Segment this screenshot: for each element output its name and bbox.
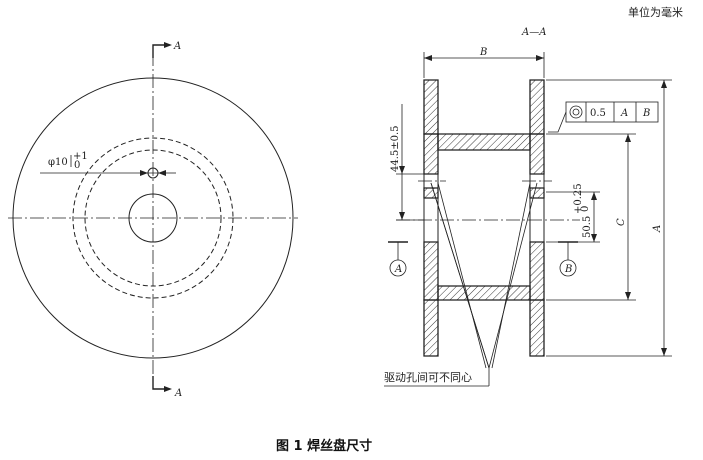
dim-50-arrow-top: [591, 192, 597, 200]
unit-note: 单位为毫米: [628, 5, 683, 19]
section-arrow-top: [164, 42, 172, 48]
dim-44-label: 44.5±0.5: [390, 125, 401, 172]
left-flange-bottom: [423, 299, 439, 357]
section-mark-bottom: [152, 376, 168, 390]
hole-dim-text: φ10: [48, 157, 68, 168]
front-view: A A φ10 +1 0: [8, 41, 298, 399]
datum-A-label: A: [394, 264, 402, 275]
dim-50-label: 50.5: [582, 216, 593, 238]
right-flange-mid: [529, 187, 545, 199]
note-leader-3: [437, 182, 487, 369]
section-letter-top: A: [173, 41, 181, 52]
fcf-ref-A: A: [620, 108, 628, 119]
dim-B-label: B: [479, 47, 487, 58]
dim-C-label: C: [616, 218, 627, 226]
dim-C-arrow-top: [625, 134, 631, 142]
right-flange-bottom: [529, 299, 545, 357]
section-title: A—A: [521, 27, 546, 38]
fcf-leader: [548, 111, 567, 133]
barrel-bottom-wall: [437, 285, 531, 301]
left-flange-mid: [423, 187, 439, 199]
section-view: A—A B: [384, 27, 672, 387]
fcf-value: 0.5: [590, 108, 606, 119]
left-flange-upper-boss: [423, 133, 439, 175]
note-leader-1b: [430, 182, 490, 369]
note-leader-4: [491, 182, 531, 369]
hole-tol-upper: +1: [73, 151, 88, 162]
concentricity-icon: [569, 105, 583, 119]
section-arrow-bottom: [164, 386, 172, 392]
datum-B-bubble: [559, 259, 577, 277]
fcf-frame: [565, 101, 659, 123]
right-flange-lower-boss: [529, 241, 545, 301]
dim-50-tol-upper: +0.25: [573, 183, 584, 214]
dim-44-arrow-top: [399, 166, 405, 174]
section-letter-bottom: A: [174, 388, 182, 399]
right-flange-section: [529, 79, 545, 135]
figure-caption: 图 1 焊丝盘尺寸: [276, 438, 372, 454]
dim-C-arrow-bottom: [625, 292, 631, 300]
dim-A-arrow-bottom: [661, 348, 667, 356]
dim-B-arrow-left: [424, 55, 432, 61]
left-flange-lower-boss: [423, 241, 439, 301]
hole-dim-arrow-right: [158, 170, 166, 176]
hole-tol-lower: 0: [74, 160, 80, 171]
hole-dim-arrow-left: [140, 170, 148, 176]
datum-A-bubble: [389, 259, 407, 277]
fcf-ref-B: B: [642, 108, 650, 119]
barrel-top-wall: [437, 133, 531, 151]
note-text: 驱动孔间可不同心: [384, 371, 472, 384]
dim-A-arrow-top: [661, 80, 667, 88]
left-flange-section: [423, 79, 439, 135]
dim-A-label: A: [652, 225, 663, 233]
section-mark-top: [152, 44, 168, 58]
concentricity-icon-inner: [572, 108, 580, 116]
datum-B-label: B: [564, 264, 572, 275]
dim-50-tol-lower: 0: [580, 206, 591, 212]
dim-50-arrow-bottom: [591, 234, 597, 242]
right-flange-upper-boss: [529, 133, 545, 175]
dim-44-arrow-bottom: [399, 212, 405, 220]
note-leader-2: [488, 182, 538, 369]
dim-B-arrow-right: [536, 55, 544, 61]
